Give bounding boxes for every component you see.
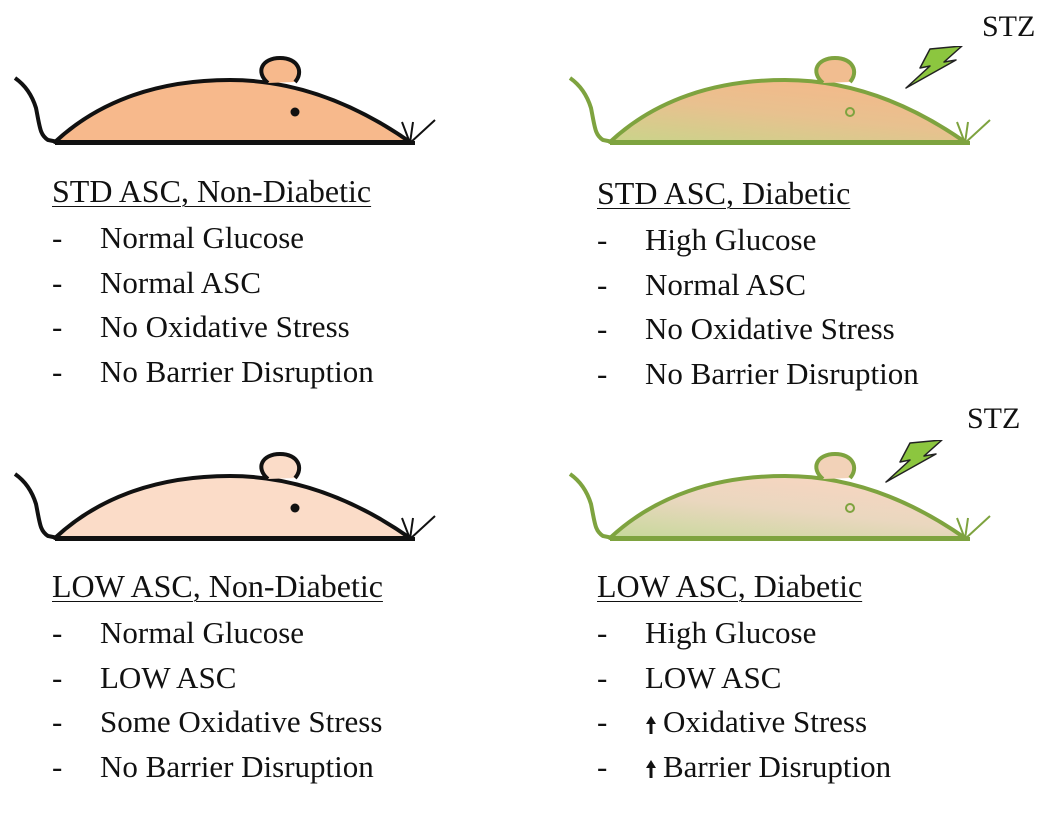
list-item: -No Barrier Disruption	[50, 350, 374, 395]
panel-low-diabetic: STZ LOW ASC, Diabetic -High Glucose -LOW…	[565, 446, 1035, 839]
up-arrow-icon	[645, 715, 657, 735]
mouse-low-nondiabetic-icon	[10, 446, 450, 551]
list-item: -LOW ASC	[50, 656, 382, 701]
list-item: -Barrier Disruption	[595, 745, 891, 790]
stz-label: STZ	[982, 10, 1035, 44]
list-item: -No Barrier Disruption	[50, 745, 382, 790]
list-item: -Oxidative Stress	[595, 700, 891, 745]
panel-title: STD ASC, Non-Diabetic	[52, 173, 371, 210]
condition-list: -Normal Glucose -Normal ASC -No Oxidativ…	[50, 216, 374, 394]
stz-label: STZ	[967, 402, 1020, 436]
condition-list: -Normal Glucose -LOW ASC -Some Oxidative…	[50, 611, 382, 789]
list-item: -High Glucose	[595, 611, 891, 656]
up-arrow-icon	[645, 759, 657, 779]
mouse-std-nondiabetic-icon	[10, 50, 450, 155]
list-item: -No Oxidative Stress	[50, 305, 374, 350]
list-item: -No Oxidative Stress	[595, 307, 919, 352]
panel-title: LOW ASC, Non-Diabetic	[52, 568, 383, 605]
list-item: -Normal Glucose	[50, 216, 374, 261]
list-item: -Some Oxidative Stress	[50, 700, 382, 745]
panel-low-nondiabetic: LOW ASC, Non-Diabetic -Normal Glucose -L…	[10, 446, 480, 839]
list-item: -LOW ASC	[595, 656, 891, 701]
panel-std-nondiabetic: STD ASC, Non-Diabetic -Normal Glucose -N…	[10, 50, 480, 443]
condition-list: -High Glucose -Normal ASC -No Oxidative …	[595, 218, 919, 396]
list-item: -High Glucose	[595, 218, 919, 263]
condition-list: -High Glucose -LOW ASC -Oxidative Stress…	[595, 611, 891, 789]
lightning-bolt-icon	[880, 440, 950, 485]
list-item: -No Barrier Disruption	[595, 352, 919, 397]
panel-title: LOW ASC, Diabetic	[597, 568, 862, 605]
list-item: -Normal Glucose	[50, 611, 382, 656]
lightning-bolt-icon	[900, 46, 970, 91]
panel-title: STD ASC, Diabetic	[597, 175, 850, 212]
list-item: -Normal ASC	[50, 261, 374, 306]
panel-std-diabetic: STZ STD ASC, Diabetic -High Glucose -Nor…	[565, 50, 1035, 443]
list-item: -Normal ASC	[595, 263, 919, 308]
